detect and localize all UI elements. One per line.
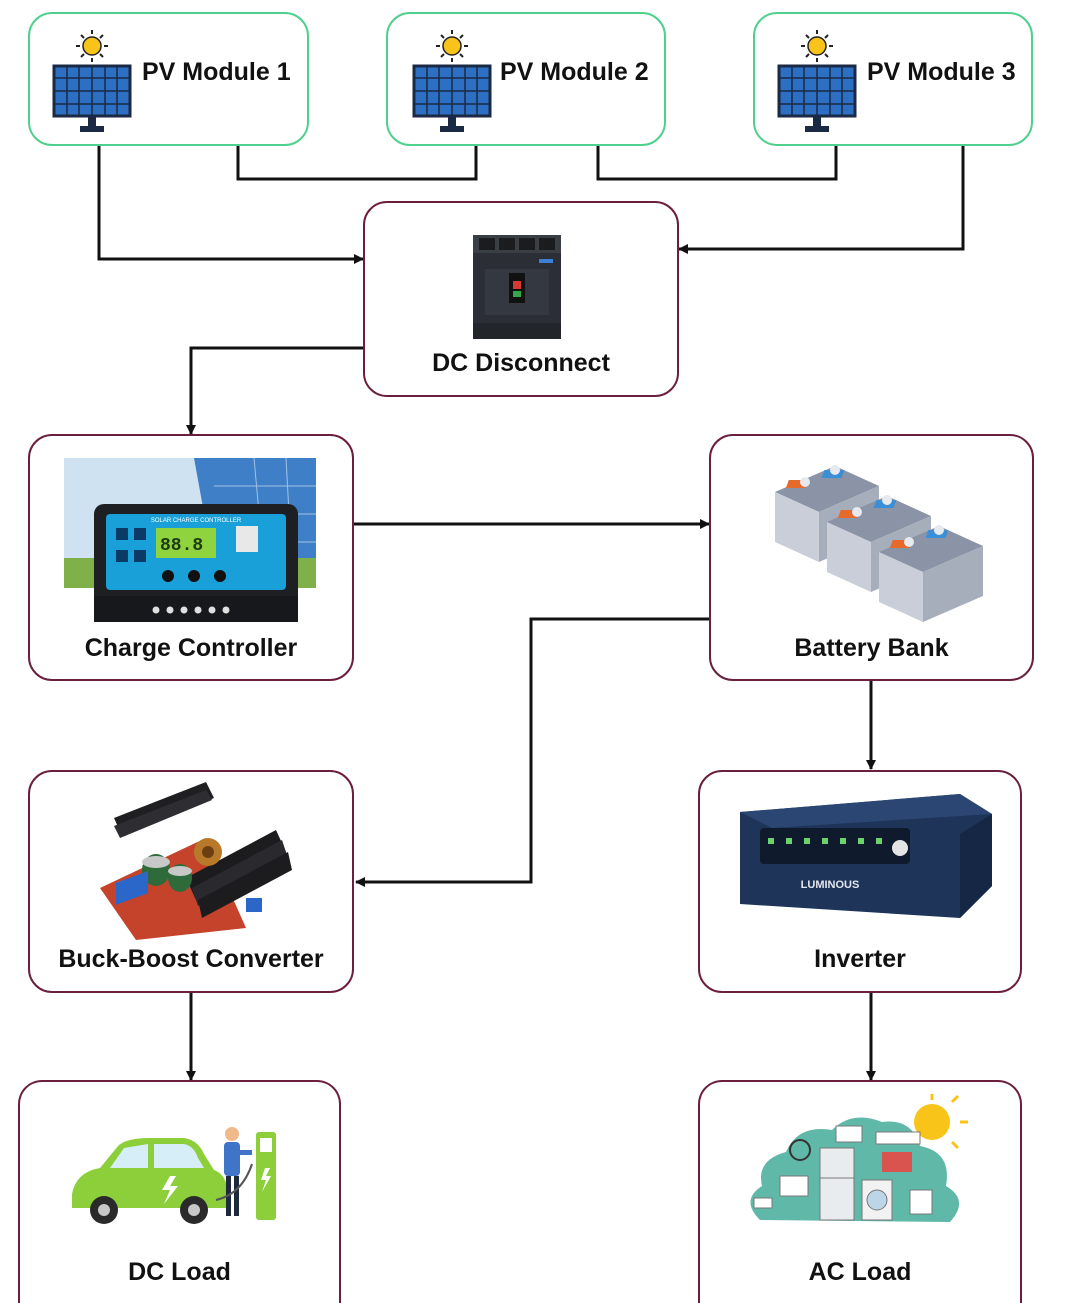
buck-boost-converter-icon bbox=[100, 782, 292, 940]
battery-bank-label: Battery Bank bbox=[794, 634, 949, 662]
sun-icon bbox=[914, 1094, 968, 1150]
inverter-icon: LUMINOUS bbox=[740, 794, 992, 918]
sun-icon bbox=[76, 30, 108, 62]
pv-module-2-label: PV Module 2 bbox=[500, 58, 649, 86]
charge-controller-label: Charge Controller bbox=[84, 634, 298, 662]
charging-station-icon bbox=[215, 1132, 276, 1220]
pv-module-3-label: PV Module 3 bbox=[867, 58, 1016, 86]
wire-battery-to-buckboost bbox=[355, 617, 709, 887]
sun-icon bbox=[801, 30, 833, 62]
charge-controller-node: SOLAR CHARGE CONTROLLER 88.8 Charge Cont… bbox=[28, 434, 354, 681]
pv-module-2-node: PV Module 2 bbox=[386, 12, 666, 146]
dc-disconnect-label: DC Disconnect bbox=[432, 349, 610, 377]
circuit-breaker-icon bbox=[473, 235, 561, 339]
dc-load-label: DC Load bbox=[128, 1258, 231, 1286]
series-link-1-2 bbox=[236, 146, 478, 181]
pv-module-1-node: PV Module 1 bbox=[28, 12, 309, 146]
inverter-brand: LUMINOUS bbox=[801, 879, 860, 891]
ac-load-node: AC Load bbox=[698, 1080, 1022, 1303]
pv-module-1-label: PV Module 1 bbox=[142, 58, 291, 86]
ac-load-label: AC Load bbox=[808, 1258, 912, 1286]
household-appliances-icon bbox=[750, 1094, 968, 1222]
series-link-2-3 bbox=[596, 146, 838, 181]
inverter-node: LUMINOUS Inverter bbox=[698, 770, 1022, 993]
wire-pv1-to-disconnect bbox=[97, 146, 364, 264]
buck-boost-node: Buck-Boost Converter bbox=[28, 770, 354, 993]
battery-bank-node: Battery Bank bbox=[709, 434, 1034, 681]
dc-disconnect-node: DC Disconnect bbox=[363, 201, 679, 397]
sun-icon bbox=[436, 30, 468, 62]
battery-bank-icon bbox=[775, 465, 983, 622]
dc-load-node: DC Load bbox=[18, 1080, 341, 1303]
electric-car-charging-icon bbox=[72, 1127, 276, 1224]
wire-pv3-to-disconnect bbox=[678, 146, 965, 254]
car-icon bbox=[72, 1138, 228, 1224]
inverter-label: Inverter bbox=[814, 945, 906, 973]
person-icon bbox=[224, 1127, 252, 1216]
solar-panel-icon bbox=[412, 30, 492, 132]
controller-screen-title: SOLAR CHARGE CONTROLLER bbox=[151, 518, 242, 524]
solar-panel-icon bbox=[52, 30, 132, 132]
wire-disconnect-to-controller bbox=[186, 346, 363, 435]
controller-display-value: 88.8 bbox=[160, 536, 203, 556]
buck-boost-label: Buck-Boost Converter bbox=[58, 945, 324, 973]
charge-controller-icon: SOLAR CHARGE CONTROLLER 88.8 bbox=[64, 458, 316, 622]
pv-module-3-node: PV Module 3 bbox=[753, 12, 1033, 146]
battery-3 bbox=[879, 525, 983, 622]
solar-panel-icon bbox=[777, 30, 857, 132]
